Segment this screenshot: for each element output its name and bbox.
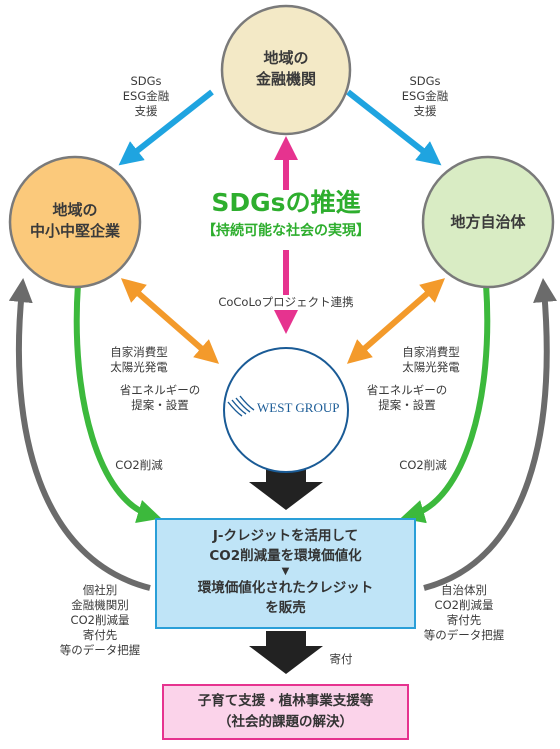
right-data-line: 等のデータ把握 — [423, 628, 505, 642]
arrow-data-to-gov-curve — [423, 278, 557, 591]
arrow-finance-to-gov — [346, 89, 442, 166]
jcredit-line3: 環境価値化されたクレジット — [197, 580, 374, 596]
right-sdgs-label: SDGs ESG金融 支援 — [385, 74, 465, 119]
left-data-line: 個社別 — [82, 583, 118, 597]
west-logo-mark — [227, 395, 255, 417]
sdgs-subtitle: 【持続可能な社会の実現】 — [202, 223, 370, 239]
left-solar-line: 自家消費型 — [110, 345, 168, 359]
left-co2-label: CO2削減 — [115, 458, 163, 472]
left-sdgs-line: SDGs — [130, 74, 162, 88]
arrow-gov-co2-curve — [400, 283, 491, 524]
right-solar-line: 自家消費型 — [402, 345, 460, 359]
gov-circle — [421, 155, 555, 289]
right-sdgs-line: ESG金融 — [401, 89, 449, 103]
result-line1: 子育て支援・植林事業支援等 — [197, 693, 374, 709]
right-data-line: 自治体別 — [441, 583, 487, 597]
left-sdgs-label: SDGs ESG金融 支援 — [106, 74, 186, 119]
right-data-label: 自治体別 CO2削減量 寄付先 等のデータ把握 — [404, 583, 524, 643]
arrow-data-to-sme-curve — [8, 278, 151, 591]
left-data-line: CO2削減量 — [70, 613, 130, 627]
right-solar-label-2: 省エネルギーの 提案・設置 — [357, 383, 457, 413]
right-data-line: CO2削減量 — [434, 598, 494, 612]
sme-label: 地域の 中小中堅企業 — [10, 200, 140, 242]
finance-label: 地域の 金融機関 — [226, 48, 346, 90]
left-solar-label: 自家消費型 太陽光発電 — [94, 345, 184, 375]
west-circle — [223, 347, 349, 473]
jcredit-line1: J-クレジットを活用して — [212, 528, 359, 544]
left-data-label: 個社別 金融機関別 CO2削減量 寄付先 等のデータ把握 — [40, 583, 160, 658]
result-line2: （社会的課題の解決） — [218, 714, 353, 730]
jcredit-line4: を販売 — [265, 600, 306, 616]
west-logo-text: WEST GROUP — [257, 400, 340, 415]
right-data-line: 寄付先 — [446, 613, 482, 627]
arrow-finance-to-sme — [118, 89, 214, 166]
jcredit-marker: ▼ — [281, 566, 290, 577]
sme-label-line1: 地域の — [52, 201, 98, 219]
jcredit-line2: CO2削減量を環境価値化 — [209, 548, 362, 564]
left-solar-line: 太陽光発電 — [110, 360, 168, 374]
right-solar-line: 省エネルギーの — [366, 383, 448, 397]
sme-circle — [8, 155, 142, 289]
right-co2-label: CO2削減 — [399, 458, 447, 472]
left-solar-line: 省エネルギーの — [119, 383, 201, 397]
left-sdgs-line: ESG金融 — [122, 89, 170, 103]
left-data-line: 等のデータ把握 — [59, 643, 141, 657]
left-solar-label-2: 省エネルギーの 提案・設置 — [110, 383, 210, 413]
left-data-line: 金融機関別 — [71, 598, 129, 612]
arrow-sme-west — [120, 278, 220, 364]
arrow-gov-west — [346, 278, 446, 364]
finance-label-line2: 金融機関 — [255, 70, 316, 88]
left-sdgs-line: 支援 — [134, 104, 158, 118]
block-arrow-to-result — [249, 631, 323, 674]
result-box: 子育て支援・植林事業支援等 （社会的課題の解決） — [162, 684, 409, 740]
left-solar-line: 提案・設置 — [131, 398, 189, 412]
cocolo-label: CoCoLoプロジェクト連携 — [196, 295, 376, 310]
right-solar-label: 自家消費型 太陽光発電 — [386, 345, 476, 375]
right-sdgs-line: SDGs — [409, 74, 441, 88]
left-data-line: 寄付先 — [82, 628, 118, 642]
right-solar-line: 太陽光発電 — [402, 360, 460, 374]
finance-label-line1: 地域の — [263, 49, 309, 67]
sdgs-title: SDGsの推進 — [211, 188, 361, 217]
finance-circle — [220, 4, 352, 136]
donation-label: 寄付 — [329, 652, 353, 666]
jcredit-box: J-クレジットを活用して CO2削減量を環境価値化 ▼ 環境価値化されたクレジッ… — [155, 518, 416, 629]
right-solar-line: 提案・設置 — [378, 398, 436, 412]
sme-label-line2: 中小中堅企業 — [29, 222, 120, 240]
right-sdgs-line: 支援 — [413, 104, 437, 118]
block-arrow-to-jcredit — [249, 467, 323, 510]
arrow-sme-co2-curve — [73, 283, 162, 524]
gov-label: 地方自治体 — [450, 213, 526, 231]
